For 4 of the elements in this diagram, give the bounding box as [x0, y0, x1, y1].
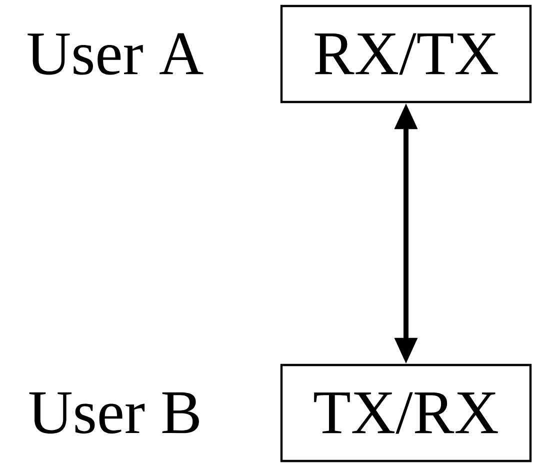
label-box: TX/RX: [280, 364, 532, 462]
user-label: User A: [28, 33, 204, 75]
label-box: RX/TX: [280, 4, 532, 104]
user-label: User B: [29, 392, 199, 434]
